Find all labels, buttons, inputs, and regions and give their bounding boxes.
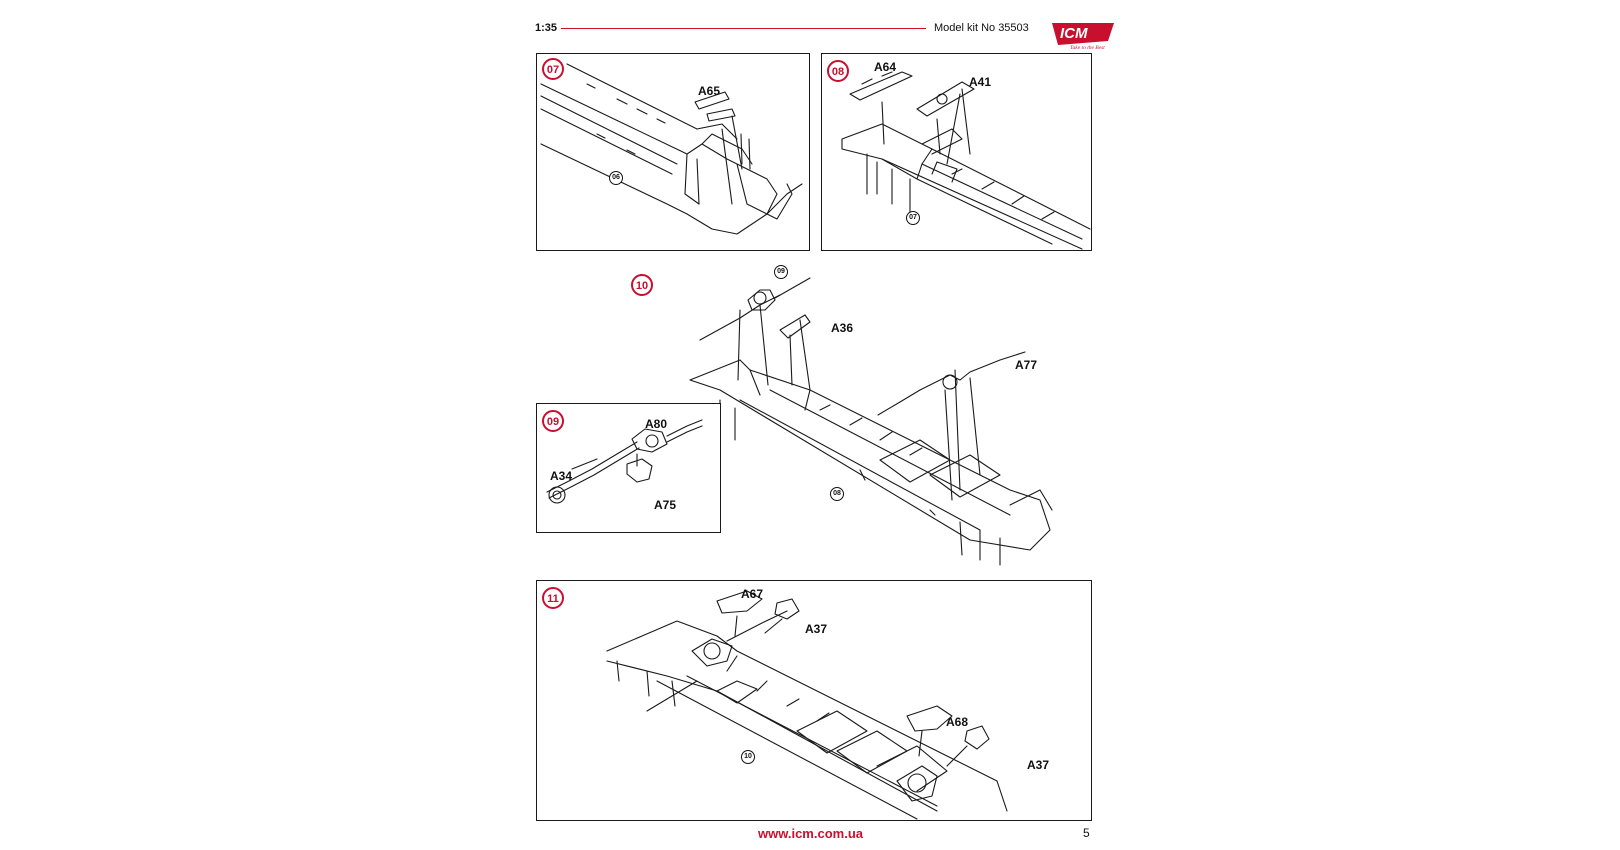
part-label-a77: A77: [1015, 358, 1038, 372]
step-09-panel: 09 A80 A34 A75: [536, 403, 721, 533]
svg-text:ICM: ICM: [1060, 25, 1088, 42]
step-10-chassis-drawing: [689, 277, 1053, 566]
step-08-ref-07: 07: [906, 211, 920, 225]
step-08-badge: 08: [827, 60, 849, 82]
part-label-a80: A80: [645, 417, 668, 431]
step-07-panel: 07 A65 06: [536, 53, 810, 251]
header-rule: [561, 28, 926, 29]
icm-logo: ICM Take to the Best: [1052, 23, 1114, 51]
part-label-a64: A64: [874, 60, 897, 74]
step-10-ref-09: 09: [774, 265, 788, 279]
step-11-badge: 11: [542, 587, 564, 609]
step-07-ref-06: 06: [609, 171, 623, 185]
page-number: 5: [1083, 826, 1090, 840]
svg-text:Take to the Best: Take to the Best: [1070, 45, 1105, 51]
step-11-chassis-drawing: [606, 590, 1008, 820]
footer-url[interactable]: www.icm.com.ua: [758, 826, 863, 841]
part-label-a34: A34: [550, 469, 573, 483]
scale-label: 1:35: [535, 22, 558, 34]
part-label-a37-lower: A37: [1027, 758, 1050, 772]
step-09-badge: 09: [542, 410, 564, 432]
part-label-a37-upper: A37: [805, 622, 828, 636]
step-08-panel: 08 A64 A41 07: [821, 53, 1092, 251]
step-07-badge: 07: [542, 58, 564, 80]
part-label-a68: A68: [946, 715, 969, 729]
step-11-panel: 11 A67 A37 A68 A37 10: [536, 580, 1092, 821]
step-10-ref-08: 08: [830, 487, 844, 501]
part-label-a36: A36: [831, 321, 854, 335]
step-11-ref-10: 10: [741, 750, 755, 764]
step-08-chassis-drawing: [841, 71, 1091, 250]
kit-number: Model kit No 35503: [934, 22, 1029, 34]
part-label-a67: A67: [741, 587, 764, 601]
part-label-a75: A75: [654, 498, 677, 512]
step-09-axle-drawing: [546, 419, 703, 504]
part-label-a65: A65: [698, 84, 721, 98]
part-label-a41: A41: [969, 75, 992, 89]
step-10-badge: 10: [631, 274, 653, 296]
step-07-chassis-drawing: [540, 63, 803, 235]
